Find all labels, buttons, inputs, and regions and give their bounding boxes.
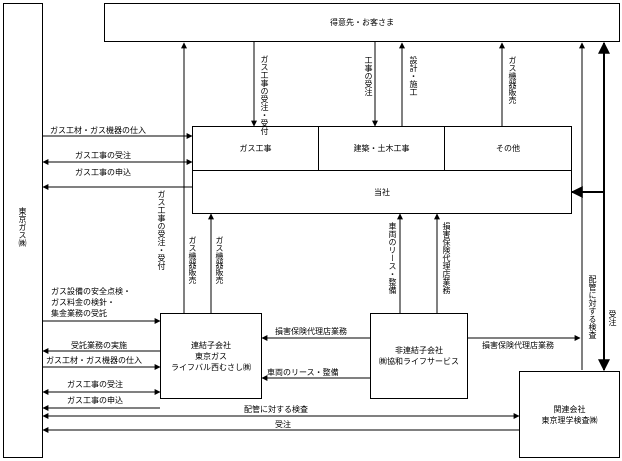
tokyo-gas-box: 東京ガス㈱ — [3, 3, 43, 458]
label-left-orders-main: ガス工事の受注・受付 — [157, 190, 166, 270]
label-cust-appliance-sales: ガス機器販売 — [508, 56, 517, 104]
subsidiary-box: 連結子会社 東京ガス ライフバル西むさし㈱ — [160, 313, 262, 399]
label-tg-outsourcing: 受託業務の実施 — [71, 341, 127, 350]
label-order-received-h: 受注 — [275, 420, 291, 429]
non-subsidiary-label: 非連結子会社 ㈱協和ライフサービス — [379, 346, 459, 366]
affiliate-box: 関連会社 東京理学検査㈱ — [519, 371, 620, 458]
label-cust-work-orders: 工事の受注 — [364, 56, 373, 96]
company-label: 当社 — [374, 187, 390, 197]
label-cust-design: 設計・施工 — [409, 56, 418, 96]
label-vehicle-lease-v: 車両のリース・整備 — [388, 222, 397, 294]
label-insurance-h2: 損害保険代理店業務 — [482, 341, 554, 350]
label-tg-safety: ガス設備の安全点検・ ガス料金の検針・ 集金業務の受託 — [51, 287, 131, 318]
company-construction-label: 建築・土木工事 — [353, 144, 410, 153]
label-tg-purchase: ガス工材・ガス機器の仕入 — [50, 126, 146, 135]
label-tg-gas-orders: ガス工事の受注 — [75, 151, 131, 160]
customers-label: 得意先・お客さま — [330, 18, 394, 27]
label-tg-gas-orders-2: ガス工事の受注 — [67, 380, 123, 389]
label-pipe-inspection-h: 配管に対する検査 — [244, 405, 308, 414]
company-other-cell: その他 — [445, 127, 571, 171]
label-order-received-v: 受注 — [608, 310, 617, 326]
label-tg-gas-app: ガス工事の申込 — [75, 168, 131, 177]
label-cust-gas-orders: ガス工事の受注・受付 — [260, 55, 269, 135]
label-tg-gas-app-2: ガス工事の申込 — [67, 396, 123, 405]
label-vehicle-lease-h: 車両のリース・整備 — [267, 368, 339, 377]
customers-box: 得意先・お客さま — [104, 3, 620, 42]
company-box: ガス工事 建築・土木工事 その他 当社 — [192, 126, 572, 214]
label-insurance-h: 損害保険代理店業務 — [275, 327, 347, 336]
label-sub-app-sales-2: ガス機器販売 — [215, 236, 224, 284]
label-tg-purchase-2: ガス工材・ガス機器の仕入 — [46, 356, 142, 365]
label-sub-app-sales-1: ガス機器販売 — [188, 236, 197, 284]
non-subsidiary-box: 非連結子会社 ㈱協和ライフサービス — [370, 313, 468, 399]
tokyo-gas-label: 東京ガス㈱ — [18, 207, 27, 247]
company-gas-cell: ガス工事 — [193, 127, 319, 171]
company-gas-label: ガス工事 — [239, 144, 272, 153]
company-construction-cell: 建築・土木工事 — [319, 127, 445, 171]
label-insurance-v: 損害保険代理店業務 — [442, 222, 451, 294]
affiliate-label: 関連会社 東京理学検査㈱ — [541, 404, 598, 425]
company-other-label: その他 — [496, 144, 520, 153]
label-pipe-inspection-v: 配管に対する検査 — [588, 275, 597, 339]
company-main-cell: 当社 — [193, 171, 571, 213]
subsidiary-label: 連結子会社 東京ガス ライフバル西むさし㈱ — [171, 340, 251, 372]
